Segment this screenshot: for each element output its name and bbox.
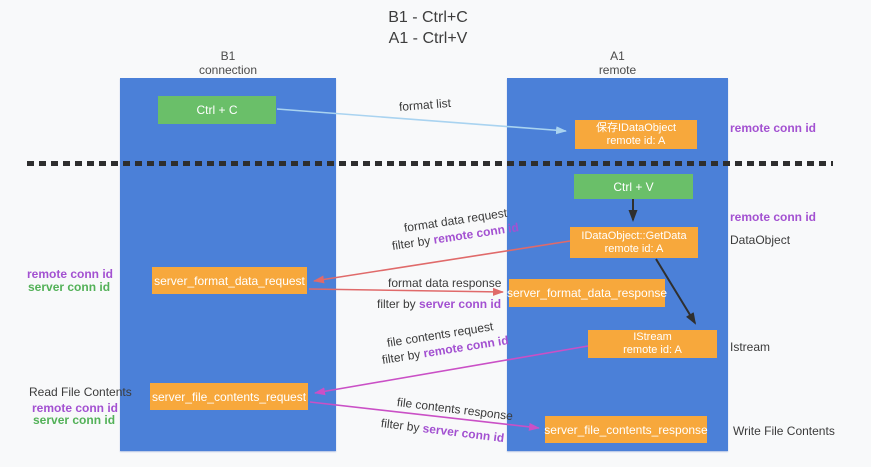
remote-conn-id-label-left-bottom: remote conn id <box>32 401 119 415</box>
istream-side-label: Istream <box>730 340 771 354</box>
remote-conn-id-label-right-mid: remote conn id <box>730 210 817 224</box>
format-list-label: format list <box>398 95 452 114</box>
format-response-box: server_format_data_response <box>506 279 668 307</box>
file-response-label: server_file_contents_response <box>544 422 708 437</box>
dataobject-label: DataObject <box>730 233 791 247</box>
save-dataobject-line2: remote id: A <box>606 134 666 147</box>
server-conn-id-key: server conn id <box>419 297 502 311</box>
file-request-label: server_file_contents_request <box>151 389 307 404</box>
istream-box: IStream remote id: A <box>588 330 717 358</box>
format-data-response-filter: filter by server conn id <box>377 297 501 311</box>
title-line-2: A1 - Ctrl+V <box>388 30 468 47</box>
lifeline-right-role: remote <box>598 63 637 77</box>
getdata-line2: remote id: A <box>604 242 664 255</box>
page-title: B1 - Ctrl+C A1 - Ctrl+V <box>0 7 856 49</box>
ctrl-v-box: Ctrl + V <box>574 174 693 199</box>
server-conn-id-label-left-bottom: server conn id <box>33 413 116 427</box>
file-contents-response-filter: filter by server conn id <box>380 416 505 445</box>
format-request-label: server_format_data_request <box>154 273 305 288</box>
filter-by-prefix: filter by <box>380 416 421 435</box>
server-conn-id-label-left-top: server conn id <box>28 280 111 294</box>
filter-by-prefix: filter by <box>380 347 422 367</box>
file-request-box: server_file_contents_request <box>150 383 308 410</box>
istream-line2: remote id: A <box>623 344 682 356</box>
filter-by-prefix: filter by <box>377 297 416 311</box>
istream-line1: IStream <box>633 331 672 343</box>
lifeline-header-left: B1 connection <box>120 49 336 77</box>
format-request-box: server_format_data_request <box>152 267 307 294</box>
lifeline-left-role: connection <box>198 63 258 77</box>
lifeline-header-right: A1 remote <box>507 49 728 77</box>
file-response-box: server_file_contents_response <box>544 416 708 443</box>
lifeline-right-name: A1 <box>610 49 625 63</box>
server-conn-id-key: server conn id <box>421 421 505 446</box>
lifeline-left-name: B1 <box>220 49 236 63</box>
save-dataobject-box: 保存IDataObject remote id: A <box>575 120 697 149</box>
getdata-line1: IDataObject::GetData <box>581 229 687 242</box>
title-line-1: B1 - Ctrl+C <box>388 9 468 26</box>
remote-conn-id-label-right-top: remote conn id <box>730 121 817 135</box>
file-contents-response-label: file contents response <box>396 395 514 424</box>
filter-by-prefix: filter by <box>390 233 432 253</box>
format-data-response-label: format data response <box>388 276 502 290</box>
session-divider-dashed-line <box>27 161 833 166</box>
read-file-contents-label: Read File Contents <box>29 385 132 399</box>
format-response-label: server_format_data_response <box>506 286 668 300</box>
getdata-box: IDataObject::GetData remote id: A <box>570 227 698 258</box>
ctrl-v-label: Ctrl + V <box>613 179 654 194</box>
ctrl-c-box: Ctrl + C <box>158 96 276 124</box>
save-dataobject-line1: 保存IDataObject <box>595 121 677 134</box>
ctrl-c-label: Ctrl + C <box>196 103 238 117</box>
write-file-contents-label: Write File Contents <box>733 424 835 438</box>
remote-conn-id-label-left-top: remote conn id <box>27 267 114 281</box>
